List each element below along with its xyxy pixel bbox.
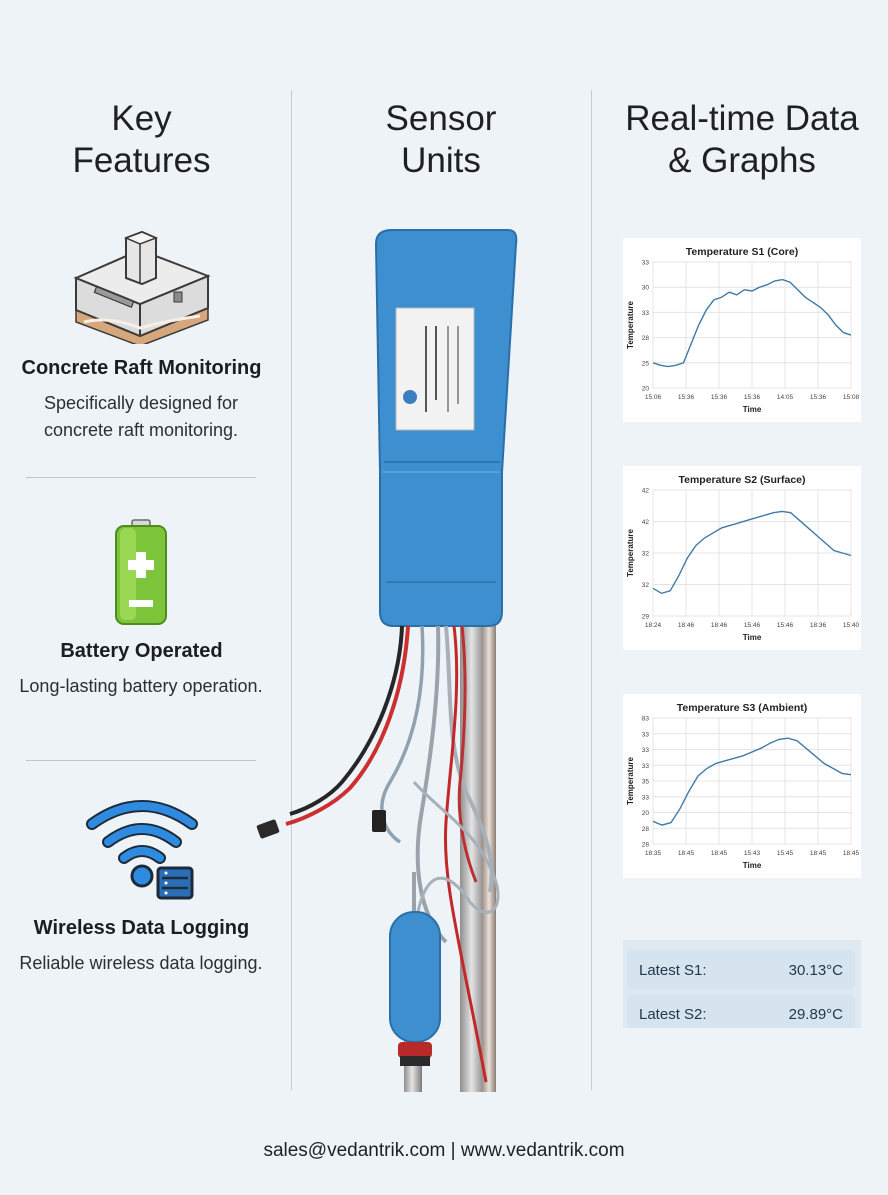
x-tick-label: 18:45 xyxy=(678,850,695,857)
chart-title: Temperature S2 (Surface) xyxy=(678,474,805,486)
latest-reading-row: Latest S1: 30.13°C xyxy=(627,950,855,990)
feature-title-battery: Battery Operated xyxy=(60,640,223,662)
x-tick-label: 15:36 xyxy=(711,394,728,401)
feature-desc-battery: Long-lasting battery operation. xyxy=(19,676,263,696)
x-tick-label: 15:40 xyxy=(843,622,860,629)
y-tick-label: 33 xyxy=(642,747,650,754)
y-tick-label: 25 xyxy=(642,360,650,367)
y-axis-label: Temperature xyxy=(626,529,635,577)
x-axis-label: Time xyxy=(743,861,762,870)
x-tick-label: 15:36 xyxy=(744,394,761,401)
feature-title-wireless: Wireless Data Logging xyxy=(33,917,250,939)
chart-card-s2: Temperature S2 (Surface) 18:24 18:46 18:46 1… xyxy=(623,466,861,650)
x-tick-label: 18:45 xyxy=(810,850,827,857)
x-tick-label: 15:36 xyxy=(678,394,695,401)
latest-reading-label: Latest S2: xyxy=(639,1006,707,1023)
x-tick-label: 18:45 xyxy=(843,850,860,857)
column-divider xyxy=(591,90,592,1090)
sensor-units-title: Sensor Units xyxy=(385,99,497,180)
key-features-title: Key Features xyxy=(72,99,211,180)
wireless-icon xyxy=(86,800,198,900)
y-tick-label: 42 xyxy=(642,519,650,526)
series-line xyxy=(652,510,852,595)
latest-reading-row: Latest S2: 29.89°C xyxy=(627,994,855,1028)
latest-reading-value: 29.89°C xyxy=(788,1006,843,1023)
x-tick-label: 18:45 xyxy=(711,850,728,857)
latest-readings-panel: Latest S1: 30.13°C Latest S2: 29.89°C xyxy=(623,940,861,1028)
y-tick-label: 33 xyxy=(642,310,650,317)
y-axis-label: Temperature xyxy=(626,301,635,349)
real-time-data-title: Real-time Data & Graphs xyxy=(625,99,859,180)
sensor-unit-image xyxy=(256,229,518,1092)
x-tick-label: 18:24 xyxy=(645,622,662,629)
chart-card-s1: Temperature S1 (Core) 15:06 15:36 15:36 15:3… xyxy=(623,238,861,422)
y-tick-label: 35 xyxy=(642,779,650,786)
concrete-raft-icon xyxy=(73,230,211,344)
column-divider xyxy=(291,90,292,1090)
y-tick-label: 32 xyxy=(642,551,650,558)
y-axis-label: Temperature xyxy=(626,757,635,805)
contact-footer: sales@vedantrik.com | www.vedantrik.com xyxy=(263,1140,625,1161)
x-tick-label: 18:36 xyxy=(810,622,827,629)
feature-desc-wireless: Reliable wireless data logging. xyxy=(19,953,263,973)
x-tick-label: 15:46 xyxy=(744,622,761,629)
chart-temperature-s2: Temperature S2 (Surface) 18:24 18:46 18:46 1… xyxy=(626,474,860,642)
y-tick-label: 28 xyxy=(642,842,650,849)
feature-divider xyxy=(26,477,256,478)
x-tick-label: 18:46 xyxy=(711,622,728,629)
y-tick-label: 33 xyxy=(642,794,650,801)
x-tick-label: 18:35 xyxy=(645,850,662,857)
x-axis-label: Time xyxy=(743,633,762,642)
feature-desc-concrete-raft: Specifically designed for concrete raft … xyxy=(43,393,239,440)
x-tick-label: 15:06 xyxy=(645,394,662,401)
y-tick-label: 32 xyxy=(642,582,650,589)
x-tick-label: 15:08 xyxy=(843,394,860,401)
y-tick-label: 30 xyxy=(642,285,650,292)
series-line xyxy=(652,278,852,368)
x-tick-label: 14:05 xyxy=(777,394,794,401)
y-tick-label: 20 xyxy=(642,386,650,393)
series-line xyxy=(652,737,852,826)
x-tick-label: 15:36 xyxy=(810,394,827,401)
y-tick-label: 20 xyxy=(642,810,650,817)
x-tick-label: 15:43 xyxy=(744,850,761,857)
x-tick-label: 18:46 xyxy=(678,622,695,629)
feature-divider xyxy=(26,760,256,761)
feature-title-concrete-raft: Concrete Raft Monitoring xyxy=(21,357,262,379)
chart-card-s3: Temperature S3 (Ambient) 18:35 18:45 18:45 1… xyxy=(623,694,861,878)
latest-reading-label: Latest S1: xyxy=(639,962,707,979)
y-tick-label: 42 xyxy=(642,488,650,495)
chart-temperature-s1: Temperature S1 (Core) 15:06 15:36 15:36 15:3… xyxy=(626,246,860,414)
y-tick-label: 29 xyxy=(642,614,650,621)
y-tick-label: 33 xyxy=(642,260,650,267)
y-tick-label: 28 xyxy=(642,335,650,342)
chart-title: Temperature S1 (Core) xyxy=(686,246,798,258)
y-tick-label: 33 xyxy=(642,731,650,738)
y-tick-label: 83 xyxy=(642,716,650,723)
x-tick-label: 15:45 xyxy=(777,850,794,857)
x-tick-label: 15:46 xyxy=(777,622,794,629)
y-tick-label: 33 xyxy=(642,763,650,770)
latest-reading-value: 30.13°C xyxy=(788,962,843,979)
y-tick-label: 28 xyxy=(642,826,650,833)
chart-temperature-s3: Temperature S3 (Ambient) 18:35 18:45 18:45 1… xyxy=(626,702,860,870)
x-axis-label: Time xyxy=(743,405,762,414)
battery-icon xyxy=(115,519,167,625)
chart-title: Temperature S3 (Ambient) xyxy=(677,702,808,714)
